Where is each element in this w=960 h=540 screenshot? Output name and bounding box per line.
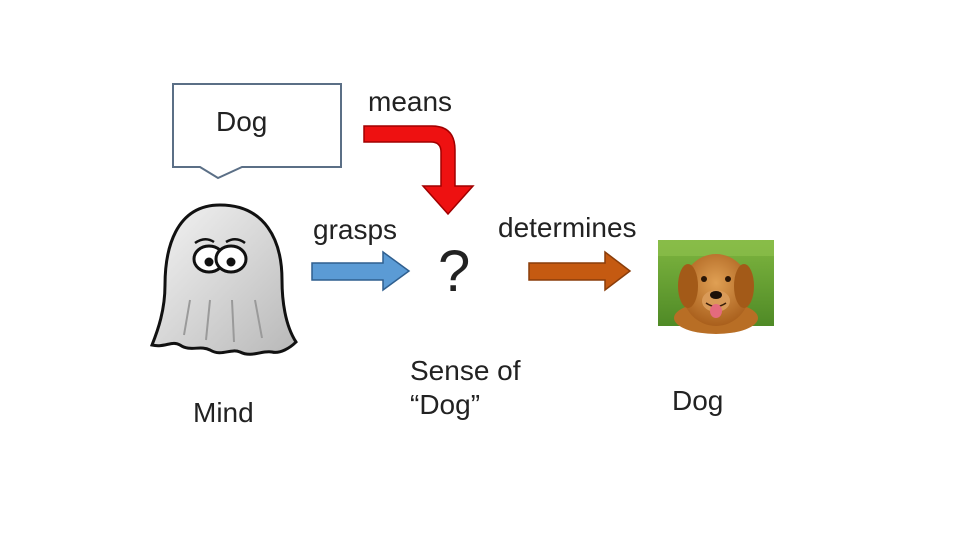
mind-label: Mind <box>193 397 254 428</box>
speech-bubble-word: Dog <box>216 106 268 137</box>
sense-label-line1: Sense of <box>410 355 521 386</box>
determines-arrow <box>528 250 632 292</box>
ghost-icon <box>149 203 298 356</box>
means-arrow <box>363 125 475 216</box>
determines-label: determines <box>498 212 637 243</box>
means-label: means <box>368 86 453 117</box>
sense-label-line2: “Dog” <box>410 389 481 420</box>
sense-question-mark: ? <box>438 239 471 304</box>
grasps-label: grasps <box>313 214 398 245</box>
sense-label: Sense of “Dog” <box>410 354 550 422</box>
dog-label: Dog <box>672 385 724 416</box>
dog-photo <box>658 240 774 334</box>
grasps-arrow <box>311 250 411 292</box>
speech-bubble <box>172 83 342 180</box>
